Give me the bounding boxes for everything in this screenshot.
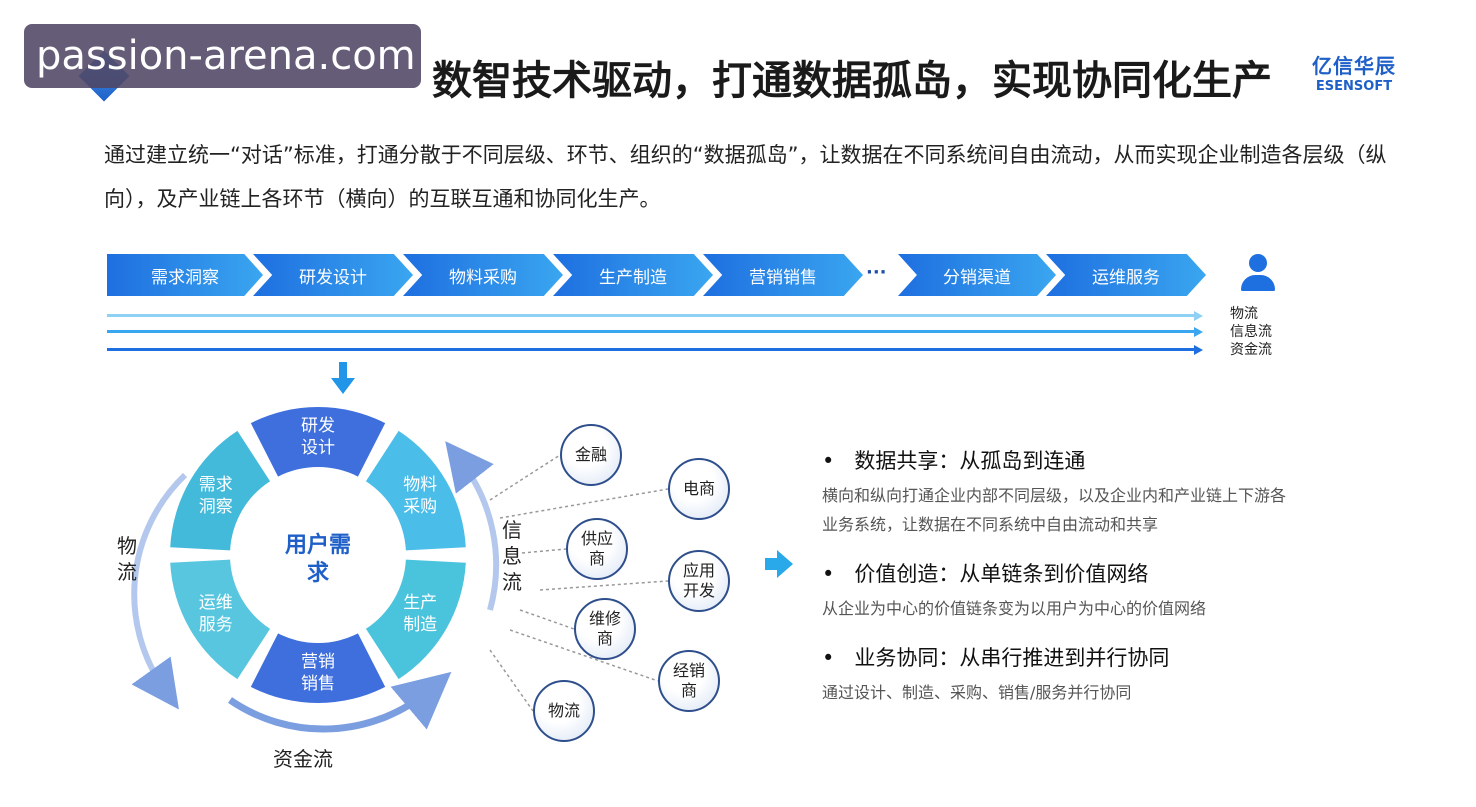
arrow-icon bbox=[1194, 327, 1203, 337]
partner-bubble: 供应商 bbox=[566, 518, 628, 580]
ring-segment-label: 物料采购 bbox=[403, 475, 438, 517]
key-point-title: • 业务协同：从串行推进到并行协同 bbox=[822, 642, 1292, 672]
user-icon bbox=[1240, 254, 1276, 294]
key-point-title-text: 数据共享：从孤岛到连通 bbox=[854, 449, 1086, 473]
connector-line bbox=[489, 649, 534, 712]
capital-arc-arrow bbox=[228, 671, 452, 733]
info-arc-arrow bbox=[445, 441, 500, 611]
partner-label: 应用开发 bbox=[682, 561, 715, 600]
ring-segment-label: 营销销售 bbox=[301, 652, 335, 694]
partner-label: 维修商 bbox=[588, 609, 621, 648]
right-arrow-icon bbox=[765, 550, 793, 578]
ring-left-label: 物流 bbox=[117, 534, 137, 584]
key-point: • 价值创造：从单链条到价值网络从企业为中心的价值链条变为以用户为中心的价值网络 bbox=[822, 558, 1292, 623]
ring-segment bbox=[365, 430, 466, 551]
ring-center-label: 用户需求 bbox=[284, 533, 351, 586]
key-point-title-text: 业务协同：从串行推进到并行协同 bbox=[854, 646, 1170, 670]
bullet: • bbox=[822, 562, 835, 586]
logo-en: ESENSOFT bbox=[1315, 79, 1393, 94]
ring-segment-label: 研发设计 bbox=[301, 416, 335, 458]
partner-bubble: 物流 bbox=[533, 680, 595, 742]
logo: 亿信华辰 ESENSOFT bbox=[1312, 50, 1396, 94]
bullet: • bbox=[822, 646, 835, 670]
partner-label: 物流 bbox=[547, 701, 580, 720]
flow-label: 物流 bbox=[1230, 306, 1258, 322]
page-title: 数智技术驱动，打通数据孤岛，实现协同化生产 bbox=[432, 58, 1272, 104]
key-point-desc: 横向和纵向打通企业内部不同层级，以及企业内和产业链上下游各业务系统，让数据在不同… bbox=[822, 486, 1287, 534]
chain-step: 需求洞察 bbox=[107, 254, 263, 296]
ring-segment-label: 生产制造 bbox=[403, 593, 438, 635]
key-point-title-text: 价值创造：从单链条到价值网络 bbox=[854, 562, 1149, 586]
ring-segment bbox=[250, 633, 386, 703]
partner-bubble: 金融 bbox=[560, 424, 622, 486]
flow-label: 资金流 bbox=[1230, 342, 1272, 358]
chain-step: 营销销售 bbox=[703, 254, 863, 296]
chain-step: 物料采购 bbox=[403, 254, 563, 296]
partner-label: 经销商 bbox=[672, 661, 705, 700]
logistics-arc-arrow bbox=[131, 472, 188, 710]
key-point-desc: 从企业为中心的价值链条变为以用户为中心的价值网络 bbox=[822, 599, 1207, 618]
partner-label: 电商 bbox=[682, 479, 715, 498]
chain-step: 运维服务 bbox=[1046, 254, 1206, 296]
key-point: • 数据共享：从孤岛到连通横向和纵向打通企业内部不同层级，以及企业内和产业链上下… bbox=[822, 445, 1292, 539]
partner-label: 供应商 bbox=[580, 529, 613, 568]
partner-bubble: 应用开发 bbox=[668, 550, 730, 612]
bullet: • bbox=[822, 449, 835, 473]
chain-step: 分销渠道 bbox=[898, 254, 1056, 296]
connector-line bbox=[521, 548, 567, 554]
connector-line bbox=[519, 609, 575, 630]
chain-step: 研发设计 bbox=[253, 254, 413, 296]
chain-ellipsis: ··· bbox=[866, 262, 887, 283]
connector-line bbox=[539, 580, 669, 591]
flow-label: 信息流 bbox=[1230, 324, 1272, 340]
ring-segment bbox=[250, 407, 386, 477]
ring-segment bbox=[170, 430, 271, 551]
connector-line bbox=[499, 488, 669, 519]
key-point-title: • 价值创造：从单链条到价值网络 bbox=[822, 558, 1292, 588]
key-point: • 业务协同：从串行推进到并行协同通过设计、制造、采购、销售/服务并行协同 bbox=[822, 642, 1292, 707]
flow-line-capital bbox=[107, 348, 1197, 351]
arrow-icon bbox=[1194, 311, 1203, 321]
ring-segment-label: 运维服务 bbox=[198, 593, 233, 635]
ring-segment-label: 需求洞察 bbox=[198, 475, 233, 517]
connector-line bbox=[489, 454, 561, 501]
partner-bubble: 经销商 bbox=[658, 650, 720, 712]
flow-line-logistics bbox=[107, 314, 1197, 317]
key-point-title: • 数据共享：从孤岛到连通 bbox=[822, 445, 1292, 475]
logo-cn: 亿信华辰 bbox=[1312, 54, 1396, 78]
down-arrow-icon bbox=[331, 378, 355, 394]
connector-line bbox=[509, 629, 659, 682]
partner-bubble: 维修商 bbox=[574, 598, 636, 660]
partner-label: 金融 bbox=[574, 445, 607, 464]
ring-segment bbox=[365, 559, 466, 680]
ring-segment bbox=[170, 559, 271, 680]
ring-right-label: 信息流 bbox=[502, 518, 522, 594]
chain-step: 生产制造 bbox=[553, 254, 713, 296]
arrow-icon bbox=[1194, 345, 1203, 355]
partner-bubble: 电商 bbox=[668, 458, 730, 520]
flow-line-info bbox=[107, 330, 1197, 333]
ring-bottom-label: 资金流 bbox=[273, 747, 333, 771]
intro-text: 通过建立统一“对话”标准，打通分散于不同层级、环节、组织的“数据孤岛”，让数据在… bbox=[104, 143, 1387, 211]
key-point-desc: 通过设计、制造、采购、销售/服务并行协同 bbox=[822, 683, 1132, 702]
watermark-overlay: passion-arena.com bbox=[24, 24, 421, 88]
